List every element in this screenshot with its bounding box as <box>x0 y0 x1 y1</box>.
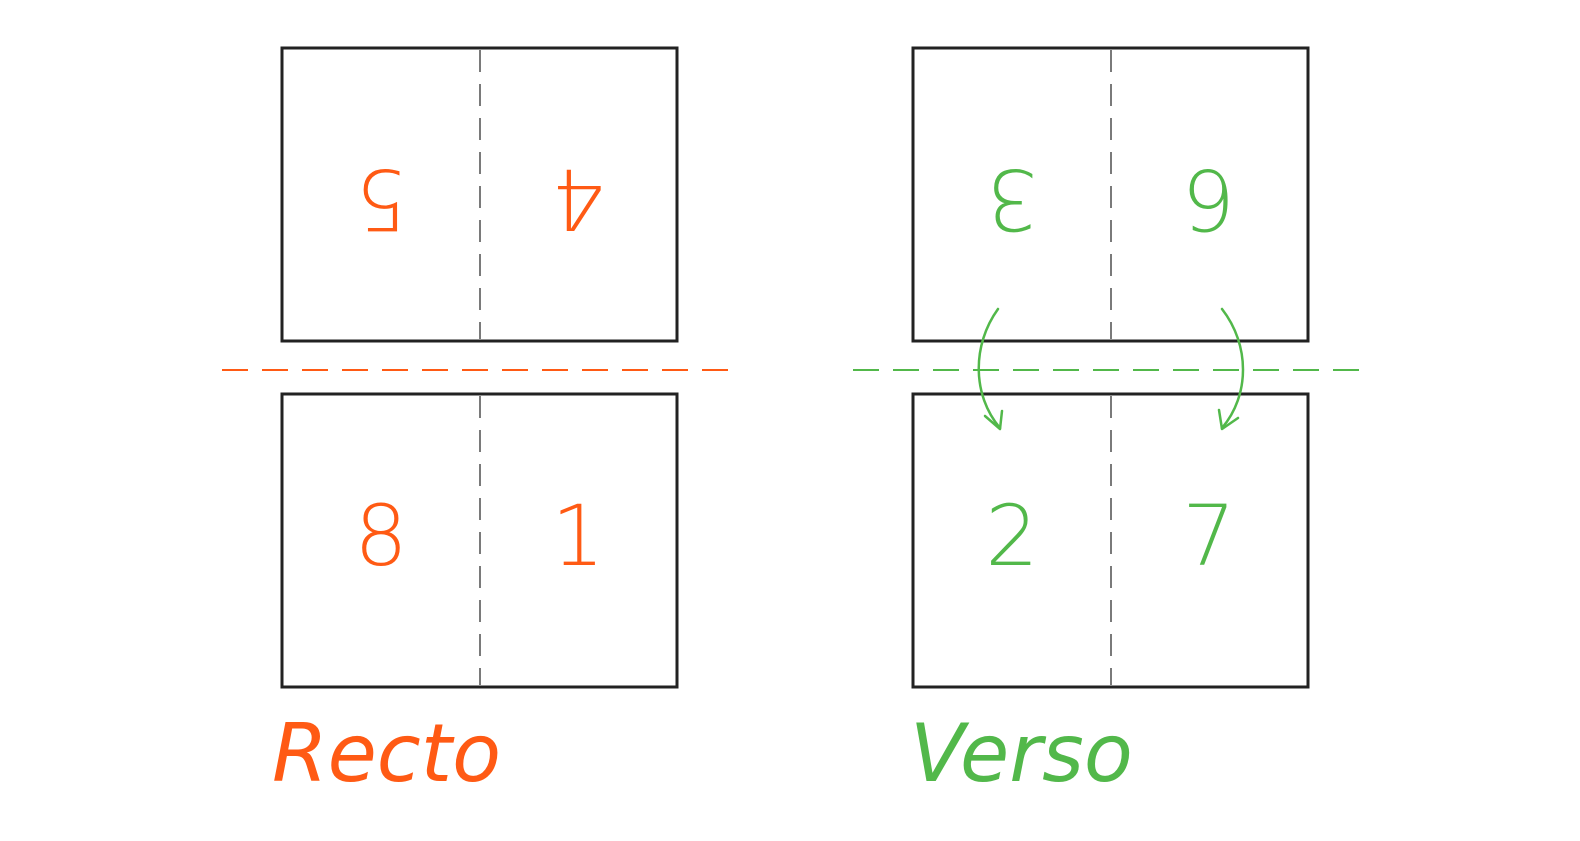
verso-flip-arrow-right <box>1217 307 1245 431</box>
recto-group: 5 4 8 1 <box>222 46 740 689</box>
verso-page-bottom-right: 7 <box>1182 487 1235 585</box>
recto-page-top-left: 5 <box>354 150 407 248</box>
verso-top-sheet <box>911 46 1310 343</box>
recto-page-top-right: 4 <box>551 150 604 248</box>
verso-page-top-right: 6 <box>1182 150 1235 248</box>
verso-group: 3 6 2 7 <box>853 46 1372 689</box>
recto-label: Recto <box>272 707 502 800</box>
verso-page-bottom-left: 2 <box>985 487 1038 585</box>
recto-page-bottom-right: 1 <box>551 487 604 585</box>
recto-bottom-sheet <box>280 392 679 689</box>
recto-top-sheet <box>280 46 679 343</box>
verso-bottom-sheet <box>911 392 1310 689</box>
recto-page-bottom-left: 8 <box>354 487 407 585</box>
verso-label: Verso <box>910 707 1133 800</box>
verso-page-top-left: 3 <box>985 150 1038 248</box>
verso-flip-arrow-left <box>977 307 1004 431</box>
